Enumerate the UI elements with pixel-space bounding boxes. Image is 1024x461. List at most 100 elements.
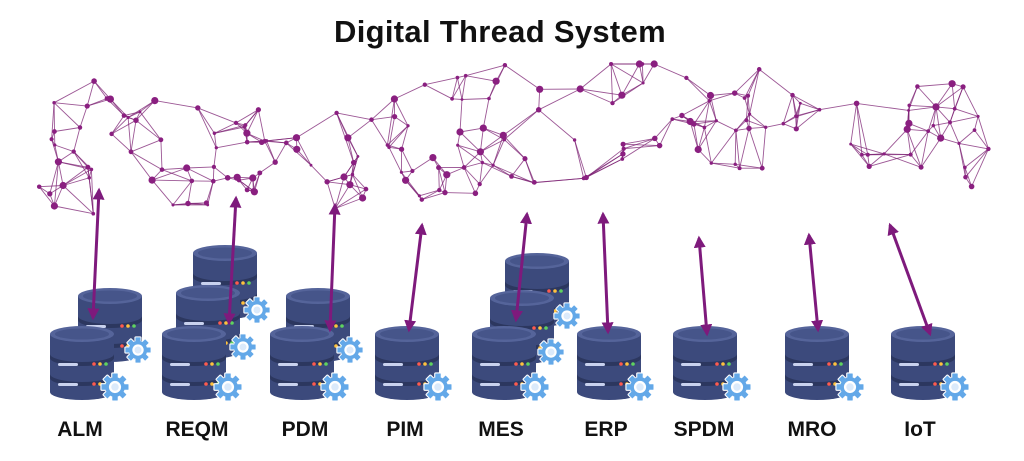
- network-node: [903, 125, 911, 133]
- bidirectional-arrow: [693, 235, 713, 337]
- database-stack-3-icon: [162, 245, 271, 402]
- network-node: [640, 62, 645, 66]
- network-link: [795, 109, 820, 117]
- connection-arrows: [87, 187, 933, 337]
- network-node: [798, 101, 802, 105]
- network-node: [50, 202, 59, 210]
- network-node: [398, 146, 405, 152]
- network-node: [960, 84, 966, 90]
- system-label-mes: MES: [478, 418, 524, 441]
- network-node: [52, 100, 56, 105]
- network-nodes: [36, 60, 991, 216]
- network-node: [737, 166, 742, 171]
- network-link: [73, 127, 81, 152]
- network-link: [749, 113, 766, 128]
- network-node: [620, 151, 626, 157]
- network-link: [371, 98, 395, 121]
- network-link: [161, 167, 187, 171]
- network-node: [536, 85, 544, 93]
- network-link: [538, 109, 575, 141]
- network-link: [38, 186, 55, 207]
- network-link: [53, 80, 95, 104]
- network-link: [310, 164, 328, 183]
- network-link: [739, 128, 750, 169]
- network-node: [746, 125, 752, 132]
- network-node: [731, 90, 738, 96]
- network-node: [461, 165, 467, 170]
- network-node: [171, 203, 175, 207]
- network-link: [479, 165, 494, 185]
- network-node: [706, 91, 715, 100]
- network-node: [233, 173, 241, 181]
- network-link: [749, 69, 760, 115]
- gear-icon: [722, 372, 752, 402]
- network-node: [963, 174, 968, 180]
- network-node: [583, 174, 589, 181]
- network-link: [734, 68, 760, 94]
- network-link: [796, 109, 820, 130]
- network-node: [609, 61, 614, 67]
- network-link: [86, 80, 95, 107]
- network-link: [819, 102, 857, 111]
- network-node: [948, 120, 952, 125]
- network-link: [459, 99, 463, 133]
- network-node: [356, 154, 360, 158]
- network-node: [463, 73, 468, 78]
- network-node: [250, 188, 256, 194]
- network-link: [111, 115, 125, 135]
- network-link: [492, 135, 504, 166]
- network-link: [49, 161, 59, 194]
- network-link: [371, 119, 388, 146]
- network-node: [391, 113, 398, 120]
- network-node: [635, 60, 644, 68]
- network-link: [51, 102, 55, 140]
- network-link: [401, 125, 409, 150]
- network-link: [388, 125, 409, 148]
- network-link: [327, 181, 350, 186]
- network-link: [457, 144, 481, 153]
- network-link: [586, 153, 624, 178]
- network-link: [401, 149, 413, 172]
- network-node: [387, 145, 391, 150]
- network-link: [734, 130, 737, 165]
- network-node: [195, 105, 201, 111]
- network-node: [817, 107, 822, 112]
- network-link: [424, 77, 458, 86]
- network-link: [51, 139, 59, 162]
- network-link: [73, 151, 90, 179]
- network-node: [436, 165, 442, 171]
- network-node: [522, 156, 528, 162]
- network-link: [39, 185, 64, 188]
- network-node: [652, 135, 658, 142]
- network-node: [908, 152, 913, 157]
- network-node: [203, 200, 209, 206]
- network-node: [476, 148, 484, 156]
- network-node: [853, 100, 860, 107]
- network-link: [197, 107, 237, 124]
- network-link: [123, 111, 141, 117]
- network-link: [394, 84, 425, 100]
- network-link: [479, 128, 484, 152]
- network-node: [477, 181, 482, 187]
- network-link: [710, 92, 735, 96]
- network-link: [53, 161, 59, 207]
- network-node: [707, 98, 712, 103]
- network-link: [850, 143, 885, 155]
- network-link: [971, 148, 989, 187]
- network-node: [359, 194, 367, 202]
- network-link: [457, 144, 483, 163]
- network-link: [868, 153, 885, 167]
- network-node: [957, 141, 961, 145]
- gear-icon: [243, 296, 271, 324]
- network-node: [756, 67, 762, 72]
- database-icon: [891, 326, 970, 402]
- network-link: [352, 174, 367, 190]
- network-node: [794, 114, 798, 118]
- network-link: [93, 80, 111, 100]
- network-link: [920, 131, 929, 168]
- network-link: [296, 137, 312, 166]
- network-link: [917, 86, 937, 108]
- network-link: [135, 100, 156, 121]
- network-link: [424, 84, 453, 100]
- network-node: [262, 138, 268, 144]
